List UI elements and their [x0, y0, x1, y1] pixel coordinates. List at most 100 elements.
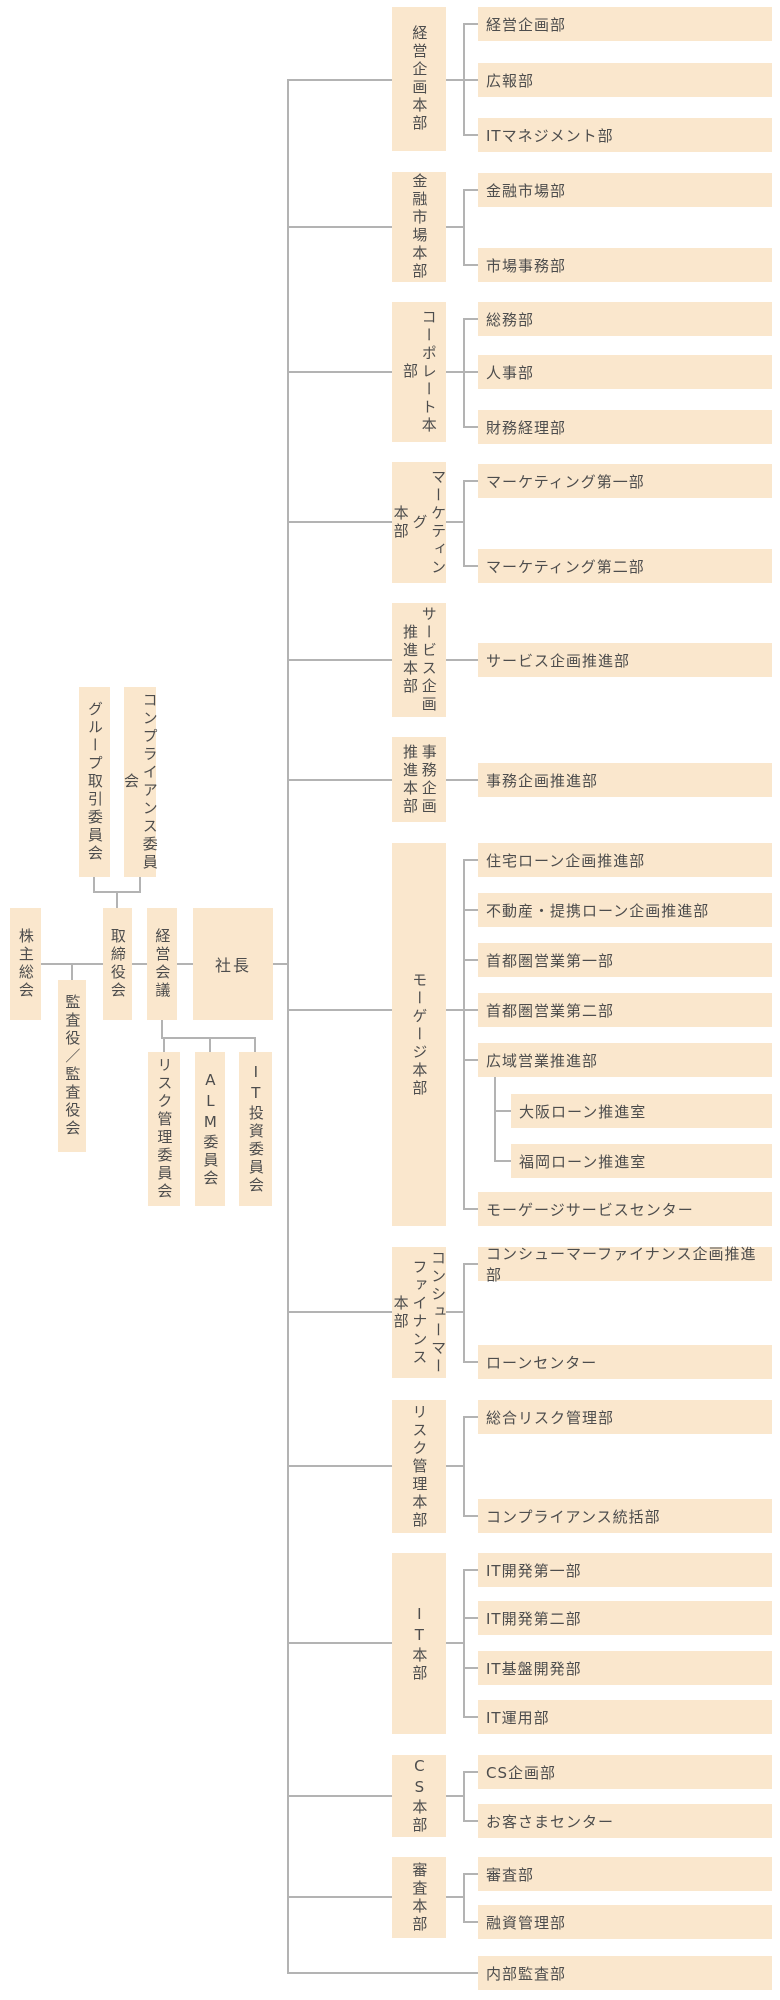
- connector-line: [463, 23, 478, 25]
- connector-line: [494, 1077, 496, 1162]
- department-box: お客さまセンター: [478, 1804, 772, 1838]
- connector-line: [463, 565, 478, 567]
- connector-line: [132, 963, 147, 965]
- connector-line: [446, 1795, 463, 1797]
- connector-line: [446, 1465, 463, 1467]
- connector-line: [463, 1569, 465, 1718]
- connector-line: [463, 480, 465, 567]
- connector-line: [463, 1263, 478, 1265]
- connector-line: [287, 1009, 392, 1011]
- connector-line: [463, 1617, 478, 1619]
- connector-line: [463, 1771, 465, 1822]
- connector-line: [446, 79, 463, 81]
- connector-line: [463, 371, 478, 373]
- connector-line: [163, 1037, 165, 1053]
- connector-line: [287, 1642, 392, 1644]
- connector-line: [93, 877, 95, 893]
- connector-line: [463, 426, 478, 428]
- connector-line: [463, 480, 478, 482]
- connector-line: [71, 963, 73, 980]
- connector-line: [463, 1208, 478, 1210]
- department-box: 広域営業推進部: [478, 1043, 772, 1077]
- connector-line: [463, 1569, 478, 1571]
- connector-line: [463, 134, 478, 136]
- department-box: 経営企画部: [478, 7, 772, 41]
- department-box: 人事部: [478, 355, 772, 389]
- connector-line: [287, 371, 392, 373]
- connector-line: [463, 189, 478, 191]
- department-box: モーゲージサービスセンター: [478, 1192, 772, 1226]
- connector-line: [446, 371, 463, 373]
- department-box: 市場事務部: [478, 248, 772, 282]
- connector-line: [463, 859, 465, 1210]
- connector-line: [463, 1716, 478, 1718]
- corporate-planning-division-box: 経営企画本部: [392, 7, 446, 151]
- connector-line: [463, 959, 478, 961]
- connector-line: [446, 226, 463, 228]
- risk-management-committee-box: リスク管理委員会: [148, 1052, 180, 1206]
- mortgage-division-box: モーゲージ本部: [392, 843, 446, 1226]
- connector-line: [287, 1972, 478, 1974]
- management-council-box: 経営会議: [147, 908, 177, 1020]
- connector-line: [463, 909, 478, 911]
- department-box: ITマネジメント部: [478, 118, 772, 152]
- connector-line: [463, 189, 465, 266]
- connector-line: [287, 1465, 392, 1467]
- department-box: IT基盤開発部: [478, 1651, 772, 1685]
- connector-line: [463, 1009, 478, 1011]
- sub-office-box: 福岡ローン推進室: [511, 1144, 772, 1178]
- department-box: 住宅ローン企画推進部: [478, 843, 772, 877]
- connector-line: [494, 1160, 511, 1162]
- connector-line: [463, 1771, 478, 1773]
- connector-line: [287, 1795, 392, 1797]
- connector-line: [463, 1416, 478, 1418]
- department-box: 広報部: [478, 63, 772, 97]
- department-box: 財務経理部: [478, 410, 772, 444]
- auditors-box: 監査役／監査役会: [58, 980, 86, 1152]
- operations-planning-promotion-division-box: 事務企画 推進本部: [392, 737, 446, 822]
- connector-line: [463, 1667, 478, 1669]
- department-box: CS企画部: [478, 1755, 772, 1789]
- connector-line: [463, 318, 465, 428]
- cs-division-box: CS本部: [392, 1755, 446, 1837]
- financial-markets-division-box: 金融市場本部: [392, 172, 446, 282]
- connector-line: [463, 1515, 478, 1517]
- connector-line: [139, 877, 141, 893]
- connector-line: [446, 1896, 463, 1898]
- connector-line: [446, 779, 478, 781]
- connector-line: [287, 79, 289, 1974]
- department-box: 事務企画推進部: [478, 763, 772, 797]
- department-box: 総務部: [478, 302, 772, 336]
- compliance-committee-box: コンプライアンス委員会: [122, 687, 159, 877]
- connector-line: [254, 1037, 256, 1053]
- connector-line: [463, 1873, 478, 1875]
- connector-line: [161, 1020, 163, 1038]
- department-box: IT運用部: [478, 1700, 772, 1734]
- screening-division-box: 審査本部: [392, 1857, 446, 1938]
- service-planning-promotion-division-box: サービス企画 推進本部: [392, 603, 446, 717]
- department-box: 不動産・提携ローン企画推進部: [478, 893, 772, 927]
- sub-office-box: 大阪ローン推進室: [511, 1094, 772, 1128]
- connector-line: [287, 1311, 392, 1313]
- department-box: マーケティング第二部: [478, 549, 772, 583]
- internal-audit-department-box: 内部監査部: [478, 1956, 772, 1990]
- department-box: 総合リスク管理部: [478, 1400, 772, 1434]
- department-box: ローンセンター: [478, 1345, 772, 1379]
- department-box: コンシューマーファイナンス企画推進部: [478, 1245, 772, 1284]
- connector-line: [463, 318, 478, 320]
- risk-management-division-box: リスク管理本部: [392, 1400, 446, 1533]
- it-investment-committee-box: IT投資委員会: [239, 1052, 272, 1206]
- connector-line: [463, 1361, 478, 1363]
- connector-line: [463, 1873, 465, 1923]
- department-box: サービス企画推進部: [478, 643, 772, 677]
- president-box: 社長: [193, 908, 273, 1020]
- connector-line: [446, 1009, 463, 1011]
- department-box: IT開発第一部: [478, 1553, 772, 1587]
- connector-line: [116, 891, 118, 908]
- connector-line: [463, 1059, 478, 1061]
- group-transaction-committee-box: グループ取引委員会: [79, 687, 110, 877]
- connector-line: [463, 1416, 465, 1517]
- connector-line: [446, 1311, 463, 1313]
- shareholders-meeting-box: 株主総会: [10, 908, 41, 1020]
